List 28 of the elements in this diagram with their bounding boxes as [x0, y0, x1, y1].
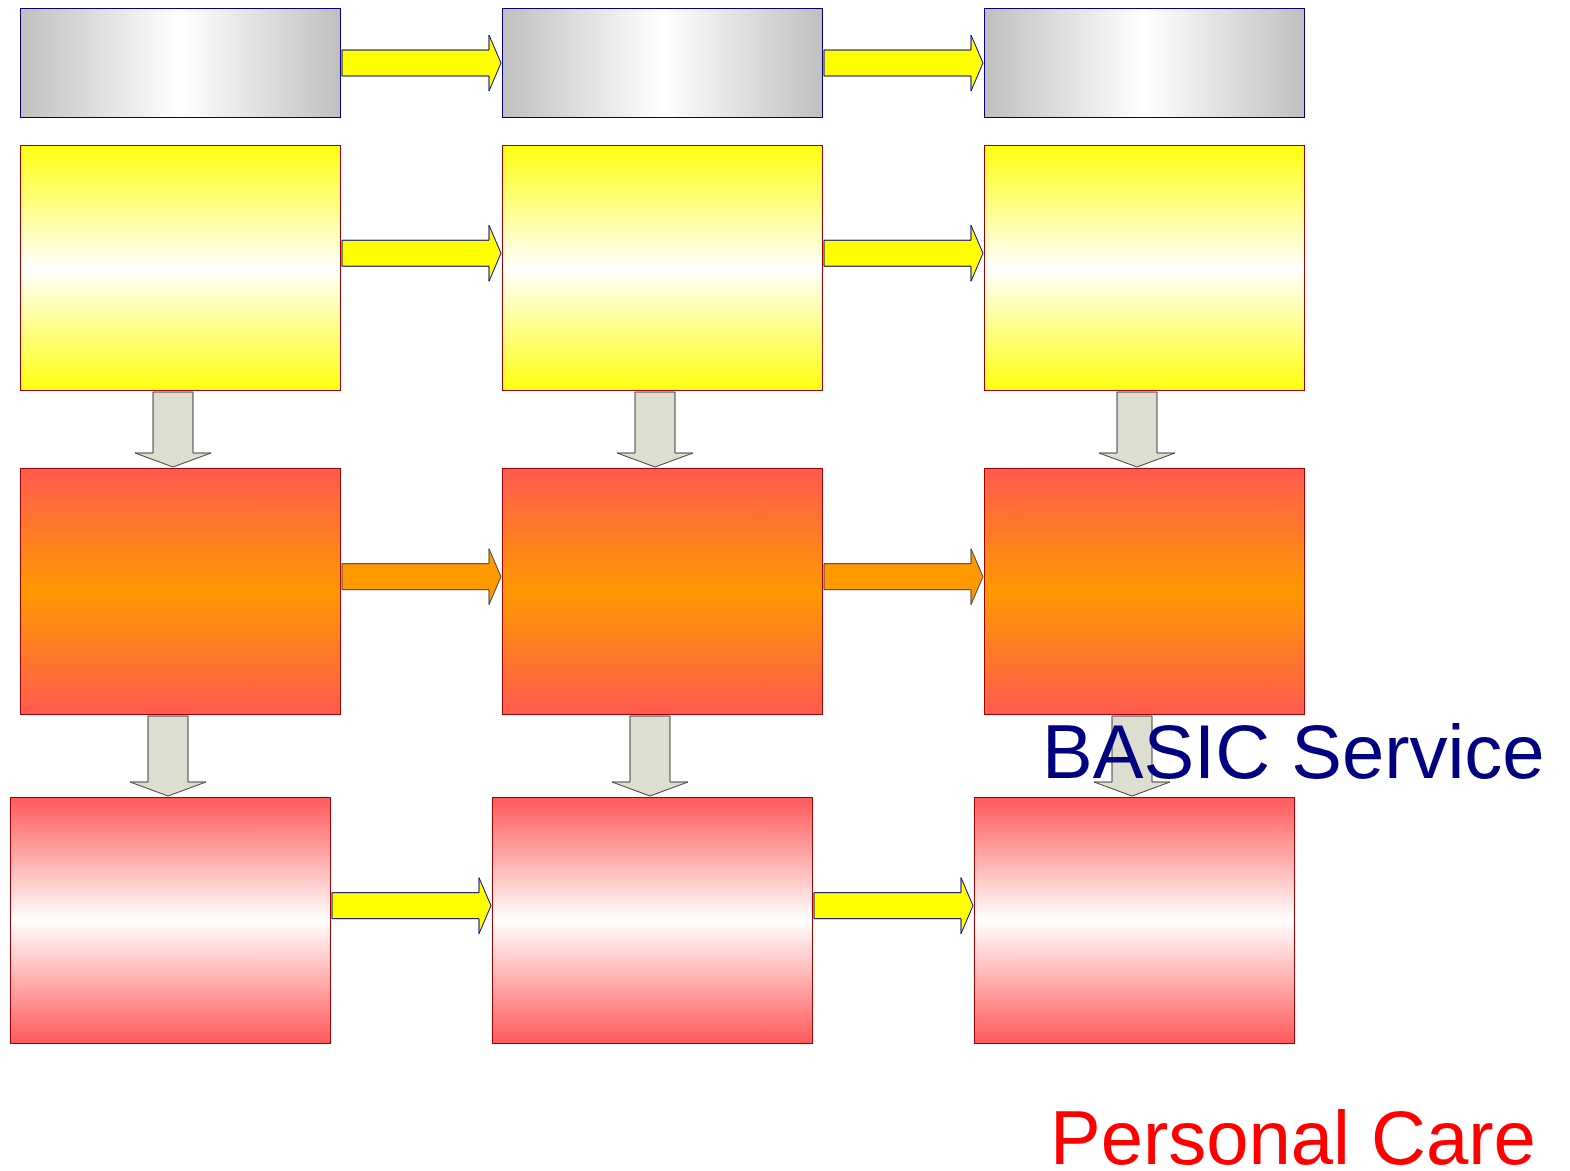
block-arrow [616, 391, 694, 468]
block-arrow [1098, 391, 1176, 468]
block-arrow [823, 34, 984, 92]
box [20, 468, 341, 715]
caption-text: Personal Care [1050, 1100, 1536, 1171]
box [20, 8, 341, 118]
box [502, 145, 823, 391]
block-arrow [129, 715, 207, 797]
block-arrow [341, 224, 502, 282]
box [984, 8, 1305, 118]
block-arrow [331, 877, 492, 935]
box [20, 145, 341, 391]
box [492, 797, 813, 1044]
block-arrow [1093, 715, 1171, 797]
box [502, 8, 823, 118]
block-arrow [611, 715, 689, 797]
box [984, 145, 1305, 391]
caption-text: BASIC Service [1042, 714, 1545, 790]
block-arrow [134, 391, 212, 468]
block-arrow [823, 548, 984, 606]
block-arrow [823, 224, 984, 282]
block-arrow [341, 548, 502, 606]
box [974, 797, 1295, 1044]
block-arrow [341, 34, 502, 92]
box [984, 468, 1305, 715]
box [502, 468, 823, 715]
box [10, 797, 331, 1044]
block-arrow [813, 877, 974, 935]
